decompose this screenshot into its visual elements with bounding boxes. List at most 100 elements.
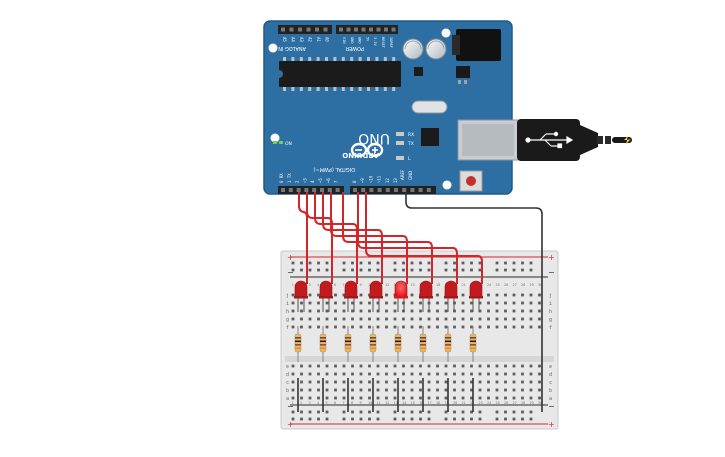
- breadboard-hole[interactable]: [385, 317, 388, 321]
- breadboard-hole[interactable]: [427, 372, 431, 376]
- breadboard-hole[interactable]: [351, 309, 354, 313]
- led[interactable]: [294, 280, 308, 298]
- rail-hole[interactable]: [317, 417, 320, 421]
- breadboard-hole[interactable]: [300, 372, 303, 376]
- breadboard-hole[interactable]: [512, 396, 516, 400]
- rail-hole[interactable]: [529, 268, 533, 272]
- breadboard-hole[interactable]: [495, 325, 499, 329]
- breadboard-hole[interactable]: [410, 396, 414, 400]
- breadboard-hole[interactable]: [359, 325, 363, 329]
- breadboard-hole[interactable]: [453, 396, 456, 400]
- digital-pin[interactable]: [402, 188, 407, 192]
- led[interactable]: [469, 280, 483, 298]
- breadboard-hole[interactable]: [529, 317, 533, 321]
- breadboard-hole[interactable]: [419, 372, 422, 376]
- breadboard-hole[interactable]: [487, 317, 490, 321]
- header-pin[interactable]: [281, 27, 285, 32]
- rail-hole[interactable]: [529, 261, 533, 265]
- resistor[interactable]: [294, 333, 302, 353]
- rail-hole[interactable]: [444, 417, 448, 421]
- breadboard-hole[interactable]: [504, 380, 507, 384]
- rail-hole[interactable]: [308, 268, 312, 272]
- breadboard-hole[interactable]: [334, 293, 337, 297]
- breadboard-hole[interactable]: [334, 325, 337, 329]
- breadboard-hole[interactable]: [300, 380, 303, 384]
- rail-hole[interactable]: [317, 268, 320, 272]
- resistor[interactable]: [444, 333, 452, 353]
- breadboard-hole[interactable]: [461, 380, 465, 384]
- rail-hole[interactable]: [368, 417, 371, 421]
- header-pin[interactable]: [384, 27, 388, 32]
- breadboard-hole[interactable]: [376, 364, 380, 368]
- breadboard-hole[interactable]: [308, 380, 312, 384]
- breadboard-hole[interactable]: [334, 380, 337, 384]
- breadboard-hole[interactable]: [521, 317, 524, 321]
- breadboard-hole[interactable]: [436, 293, 439, 297]
- breadboard-hole[interactable]: [444, 301, 448, 305]
- breadboard-hole[interactable]: [291, 309, 295, 313]
- breadboard-hole[interactable]: [453, 325, 456, 329]
- breadboard-hole[interactable]: [444, 396, 448, 400]
- rail-hole[interactable]: [470, 268, 473, 272]
- breadboard-hole[interactable]: [538, 364, 541, 368]
- breadboard-hole[interactable]: [444, 325, 448, 329]
- rail-hole[interactable]: [291, 417, 295, 421]
- breadboard-hole[interactable]: [521, 325, 524, 329]
- breadboard-hole[interactable]: [351, 396, 354, 400]
- resistor[interactable]: [344, 333, 352, 353]
- breadboard-hole[interactable]: [512, 309, 516, 313]
- breadboard-hole[interactable]: [504, 301, 507, 305]
- rail-hole[interactable]: [504, 268, 507, 272]
- digital-pin[interactable]: [394, 188, 398, 192]
- breadboard-hole[interactable]: [325, 317, 329, 321]
- breadboard-hole[interactable]: [325, 388, 329, 392]
- led[interactable]: [444, 280, 458, 298]
- rail-hole[interactable]: [368, 268, 371, 272]
- breadboard-hole[interactable]: [529, 309, 533, 313]
- breadboard-hole[interactable]: [436, 396, 439, 400]
- breadboard-hole[interactable]: [325, 301, 329, 305]
- digital-pin[interactable]: [353, 188, 357, 192]
- breadboard-hole[interactable]: [478, 364, 482, 368]
- jumper-wire[interactable]: [365, 192, 483, 284]
- breadboard-hole[interactable]: [291, 293, 295, 297]
- breadboard-hole[interactable]: [334, 317, 337, 321]
- resistor[interactable]: [469, 333, 477, 353]
- breadboard-hole[interactable]: [453, 364, 456, 368]
- resistor[interactable]: [419, 333, 427, 353]
- breadboard-hole[interactable]: [385, 301, 388, 305]
- rail-hole[interactable]: [325, 417, 329, 421]
- breadboard-hole[interactable]: [487, 325, 490, 329]
- breadboard-hole[interactable]: [325, 325, 329, 329]
- breadboard-hole[interactable]: [453, 380, 456, 384]
- breadboard-hole[interactable]: [368, 309, 371, 313]
- breadboard-hole[interactable]: [376, 380, 380, 384]
- breadboard-hole[interactable]: [359, 309, 363, 313]
- breadboard-hole[interactable]: [436, 325, 439, 329]
- breadboard-hole[interactable]: [291, 372, 295, 376]
- breadboard-hole[interactable]: [504, 293, 507, 297]
- digital-header-left[interactable]: [278, 186, 344, 194]
- breadboard-hole[interactable]: [385, 372, 388, 376]
- header-pin[interactable]: [298, 27, 302, 32]
- breadboard-hole[interactable]: [300, 301, 303, 305]
- rail-hole[interactable]: [402, 410, 405, 414]
- breadboard-hole[interactable]: [419, 380, 422, 384]
- rail-hole[interactable]: [359, 268, 363, 272]
- breadboard-hole[interactable]: [461, 364, 465, 368]
- led[interactable]: [419, 280, 433, 298]
- breadboard-hole[interactable]: [453, 388, 456, 392]
- breadboard-hole[interactable]: [368, 372, 371, 376]
- breadboard-hole[interactable]: [436, 380, 439, 384]
- breadboard-hole[interactable]: [487, 309, 490, 313]
- breadboard-hole[interactable]: [495, 380, 499, 384]
- rail-hole[interactable]: [410, 268, 414, 272]
- breadboard-hole[interactable]: [470, 325, 473, 329]
- digital-pin[interactable]: [304, 188, 309, 192]
- breadboard-hole[interactable]: [359, 388, 363, 392]
- breadboard-hole[interactable]: [478, 388, 482, 392]
- breadboard-hole[interactable]: [419, 301, 422, 305]
- ground-wires[interactable]: [297, 192, 543, 412]
- rail-hole[interactable]: [512, 417, 516, 421]
